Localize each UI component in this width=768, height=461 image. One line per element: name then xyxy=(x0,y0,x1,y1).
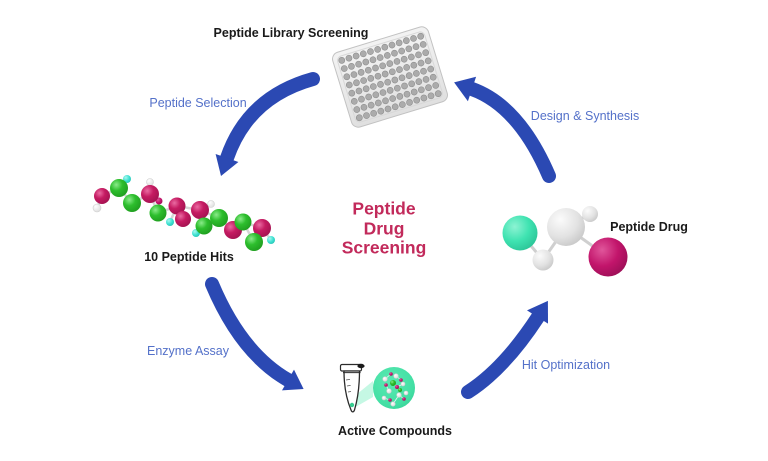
drug-molecule-icon xyxy=(502,206,628,277)
microplate-wells xyxy=(338,32,442,122)
arrow-label-enzyme-assay: Enzyme Assay xyxy=(147,344,229,358)
compounds-circle xyxy=(373,367,415,409)
arrow-label-peptide-selection: Peptide Selection xyxy=(149,96,247,110)
peptide-chain-molecule-icon xyxy=(92,175,275,251)
stage-label-active-compounds: Active Compounds xyxy=(338,424,452,438)
arrow-label-design-synthesis: Design & Synthesis xyxy=(530,109,640,123)
arrow-peptide-selection-shaft xyxy=(220,72,320,165)
arrow-design-synthesis-shaft xyxy=(465,82,556,183)
stage-label-10-peptide-hits: 10 Peptide Hits xyxy=(144,250,234,264)
microplate-96-well-icon xyxy=(332,26,448,128)
arrow-enzyme-assay-shaft xyxy=(205,277,295,387)
arrow-peptide-selection xyxy=(215,72,320,176)
arrow-enzyme-assay-head xyxy=(282,369,304,391)
arrow-label-hit-optimization: Hit Optimization xyxy=(521,358,611,372)
eppendorf-tube xyxy=(339,363,365,413)
arrow-hit-optimization-head xyxy=(527,300,548,324)
arrow-hit-optimization-shaft xyxy=(461,310,545,399)
diagram-title: Peptide Drug Screening xyxy=(341,198,427,258)
arrow-hit-optimization xyxy=(461,300,548,399)
arrow-enzyme-assay xyxy=(205,277,304,391)
eppendorf-tube-compounds-icon xyxy=(339,363,415,413)
stage-label-peptide-drug: Peptide Drug xyxy=(610,220,688,234)
arrow-design-synthesis xyxy=(454,76,556,183)
arrow-peptide-selection-head xyxy=(215,154,239,176)
arrow-design-synthesis-head xyxy=(454,76,477,102)
stage-label-peptide-library-screening: Peptide Library Screening xyxy=(213,26,369,40)
